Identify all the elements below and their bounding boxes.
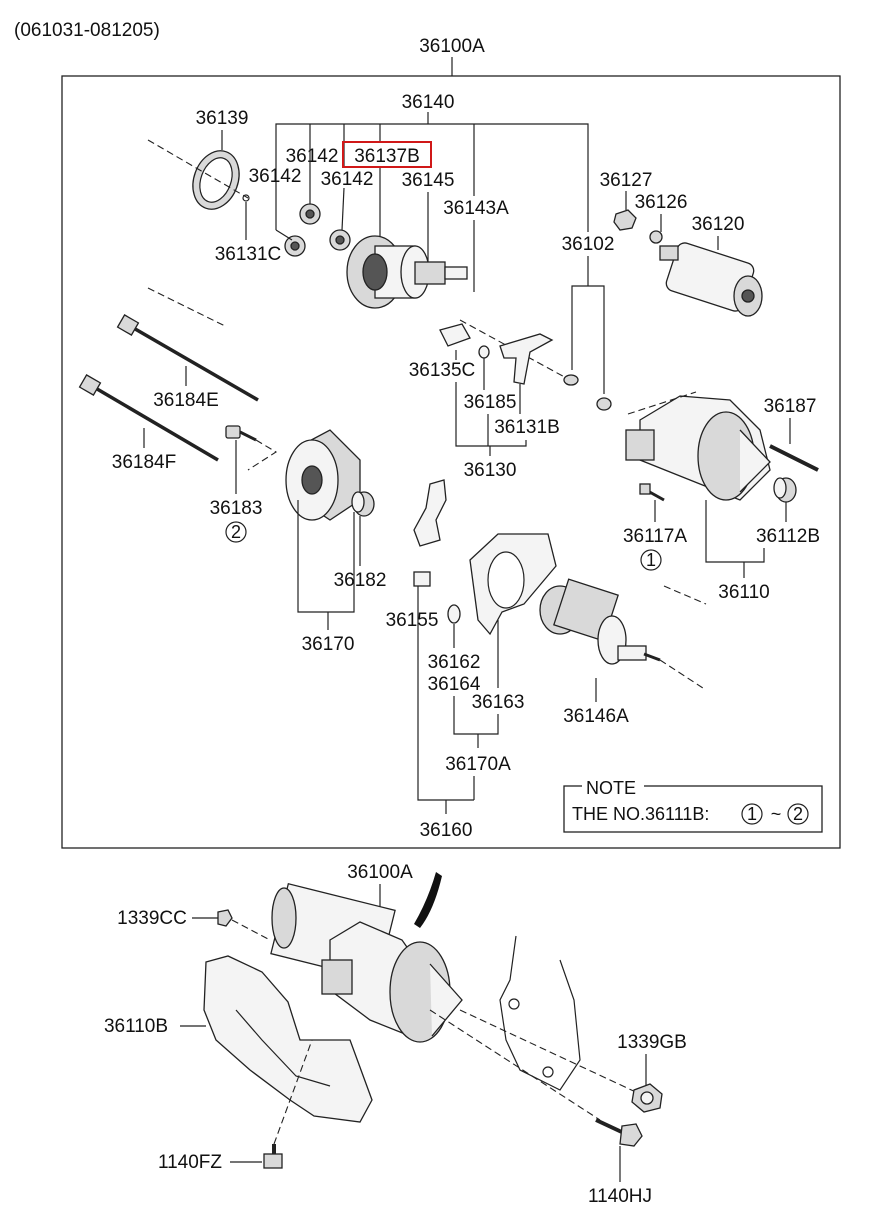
part-36131B-shift-lever[interactable] — [499, 333, 554, 385]
part-36135C-lever-holder[interactable] — [439, 323, 471, 347]
label-36137B[interactable]: 36137B — [354, 146, 420, 167]
marker-2-note — [787, 803, 809, 825]
label-36146A[interactable]: 36146A — [563, 706, 629, 727]
marker-2-a — [225, 521, 247, 543]
label-36112B[interactable]: 36112B — [756, 526, 820, 547]
part-36162-spring[interactable] — [447, 604, 461, 624]
part-36142-gear-mid[interactable] — [329, 229, 351, 251]
label-36110[interactable]: 36110 — [718, 582, 769, 603]
label-1339GB[interactable]: 1339GB — [617, 1032, 687, 1053]
label-36100A-top[interactable]: 36100A — [419, 36, 485, 57]
marker-1-a-text: 1 — [646, 550, 656, 570]
part-36110-front-housing[interactable] — [625, 395, 771, 501]
part-1339GB-nut[interactable] — [631, 1083, 663, 1113]
label-36170[interactable]: 36170 — [302, 634, 355, 655]
label-36131B[interactable]: 36131B — [494, 417, 560, 438]
label-36135C[interactable]: 36135C — [409, 360, 476, 381]
part-36126-washer[interactable] — [649, 230, 663, 244]
part-36137B-clutch-assembly[interactable] — [346, 235, 468, 309]
part-36163-brush-holder-plate[interactable] — [469, 533, 557, 636]
label-36164[interactable]: 36164 — [428, 674, 481, 695]
label-36184E[interactable]: 36184E — [153, 390, 219, 411]
label-36183[interactable]: 36183 — [210, 498, 263, 519]
label-36100A-bottom[interactable]: 36100A — [347, 862, 413, 883]
part-1140HJ-bolt[interactable] — [595, 1118, 643, 1147]
part-36120-solenoid[interactable] — [659, 241, 763, 317]
label-36142-c[interactable]: 36142 — [321, 169, 374, 190]
label-1140HJ[interactable]: 1140HJ — [588, 1186, 652, 1207]
part-36185-spring[interactable] — [478, 345, 490, 359]
starter-motor-assembly[interactable] — [270, 882, 463, 1043]
part-1339CC-nut[interactable] — [217, 909, 233, 927]
label-36140[interactable]: 36140 — [402, 92, 455, 113]
svg-text:1: 1 — [747, 804, 757, 824]
part-36184F-through-bolt[interactable] — [78, 374, 219, 462]
part-36187-stud-bolt[interactable] — [769, 444, 819, 472]
label-36131C[interactable]: 36131C — [215, 244, 282, 265]
label-36170A[interactable]: 36170A — [445, 754, 511, 775]
label-36187[interactable]: 36187 — [764, 396, 817, 417]
date-range: (061031-081205) — [14, 20, 160, 41]
label-36182[interactable]: 36182 — [334, 570, 387, 591]
label-36155[interactable]: 36155 — [386, 610, 439, 631]
part-36117A-screw[interactable] — [639, 483, 665, 502]
engine-mount-flange — [499, 935, 581, 1091]
part-36182-bushing[interactable] — [351, 491, 375, 517]
note-tilde: ~ — [771, 804, 782, 824]
label-36130[interactable]: 36130 — [464, 460, 517, 481]
label-36142-a[interactable]: 36142 — [286, 146, 339, 167]
label-36145[interactable]: 36145 — [402, 170, 455, 191]
part-36155-brush[interactable] — [413, 479, 447, 587]
part-36127-nut[interactable] — [613, 209, 637, 231]
label-1339CC[interactable]: 1339CC — [117, 908, 187, 929]
svg-text:2: 2 — [793, 804, 803, 824]
marker-1-a — [640, 549, 662, 571]
marker-1-note — [741, 803, 763, 825]
label-36163[interactable]: 36163 — [472, 692, 525, 713]
label-36139[interactable]: 36139 — [196, 108, 249, 129]
part-36183-screw[interactable] — [225, 425, 257, 442]
label-36143A[interactable]: 36143A — [443, 198, 509, 219]
part-36142-gear-lower[interactable] — [284, 235, 306, 257]
part-36112B-bushing[interactable] — [773, 477, 797, 503]
part-36102-pin-b[interactable] — [596, 397, 612, 411]
note-text: THE NO.36111B: — [572, 804, 709, 824]
exploded-view-frame — [61, 75, 841, 849]
label-36142-b[interactable]: 36142 — [249, 166, 302, 187]
part-1140FZ-bolt[interactable] — [263, 1144, 283, 1169]
label-36185[interactable]: 36185 — [464, 392, 517, 413]
label-36110B[interactable]: 36110B — [104, 1016, 168, 1037]
label-36184F[interactable]: 36184F — [112, 452, 176, 473]
label-1140FZ[interactable]: 1140FZ — [158, 1152, 222, 1173]
note-title: NOTE — [586, 778, 636, 798]
note-box: NOTE THE NO.36111B: 1 ~ 2 — [563, 778, 823, 833]
part-36142-gear-upper[interactable] — [299, 203, 321, 225]
highlight-box-36137B — [342, 141, 432, 168]
label-36127[interactable]: 36127 — [600, 170, 653, 191]
label-36120[interactable]: 36120 — [692, 214, 745, 235]
arrow-pointer — [414, 872, 442, 928]
part-36146A-armature[interactable] — [539, 578, 661, 665]
label-36102[interactable]: 36102 — [562, 234, 615, 255]
part-36170-rear-cover[interactable] — [285, 429, 361, 521]
label-36160[interactable]: 36160 — [420, 820, 473, 841]
label-36126[interactable]: 36126 — [635, 192, 688, 213]
label-36162[interactable]: 36162 — [428, 652, 481, 673]
marker-2-a-text: 2 — [231, 522, 241, 542]
part-36184E-through-bolt[interactable] — [116, 314, 259, 402]
label-36117A[interactable]: 36117A — [623, 526, 687, 547]
part-36110B-heat-shield[interactable] — [203, 955, 373, 1123]
part-36102-pin-a[interactable] — [563, 374, 579, 386]
